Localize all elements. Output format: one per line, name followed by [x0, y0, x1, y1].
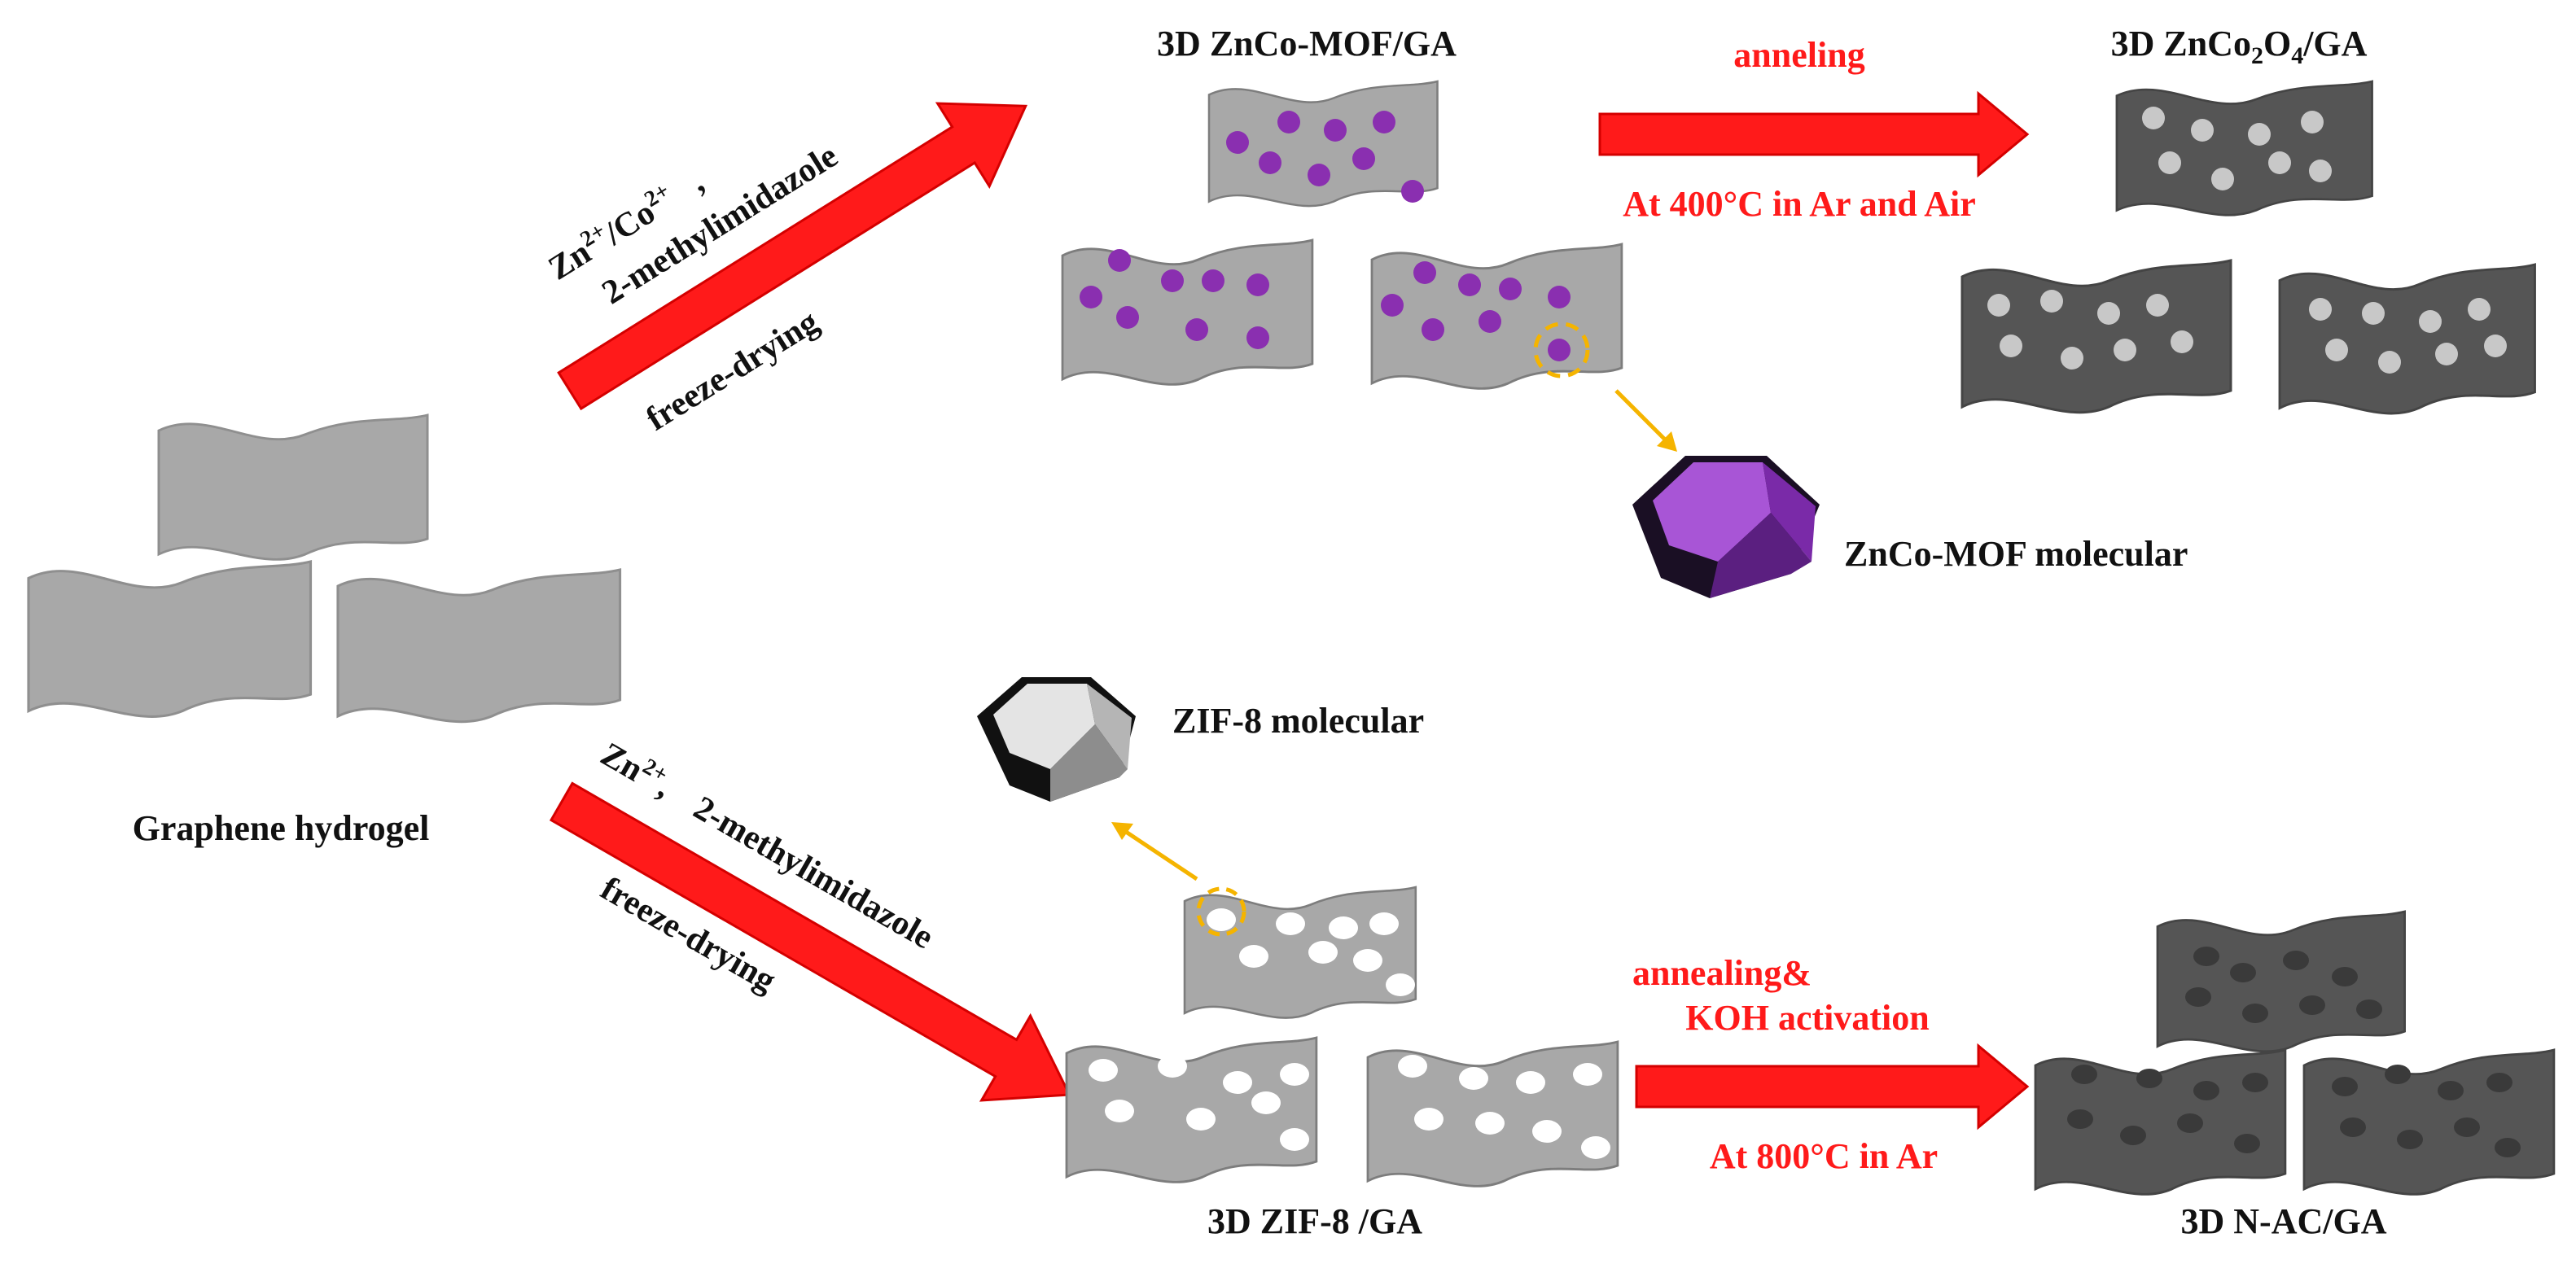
lower-anneal-label-1: annealing& [1632, 953, 1812, 993]
zncomof-ga-label: 3D ZnCo-MOF/GA [1157, 24, 1457, 63]
nac-pores [2067, 947, 2521, 1157]
lower-reagent-zn: Zn [594, 736, 649, 789]
zncomof-molecular-label: ZnCo-MOF molecular [1844, 534, 2188, 574]
zif8-zoom-arrow [1111, 822, 1198, 881]
upper-reagent-comma: , [683, 164, 710, 200]
zif8-ga-label: 3D ZIF-8 /GA [1207, 1201, 1422, 1241]
upper-anneal-arrow [1598, 90, 2030, 178]
znco2o4-ga-label: 3D ZnCo2O4/GA [2111, 24, 2368, 69]
lower-anneal-label-2: KOH activation [1685, 998, 1929, 1038]
graphene-hydrogel-label: Graphene hydrogel [133, 808, 430, 848]
upper-anneal-condition: At 400°C in Ar and Air [1623, 184, 1976, 224]
upper-process-arrow [557, 102, 1028, 411]
zif8-pores [1089, 908, 1610, 1159]
zif8-crystal [977, 677, 1136, 802]
znco2o4-pores [1987, 107, 2507, 374]
zncomof-highlight-circle [1533, 321, 1590, 378]
zncomof-zoom-arrow [1614, 389, 1677, 452]
lower-anneal-arrow [1635, 1043, 2030, 1131]
zncomof-crystal [1632, 456, 1820, 598]
nac-ga-label: 3D N-AC/GA [2181, 1201, 2387, 1241]
lower-process-arrow [549, 781, 1071, 1102]
zncomof-particles [1080, 111, 1571, 361]
zif8-molecular-label: ZIF-8 molecular [1172, 701, 1424, 741]
upper-anneal-label: anneling [1733, 35, 1864, 75]
graphene-hydrogel-sheets [27, 413, 622, 724]
lower-anneal-condition: At 800°C in Ar [1710, 1136, 1938, 1176]
zif8-highlight-circle [1196, 886, 1246, 937]
